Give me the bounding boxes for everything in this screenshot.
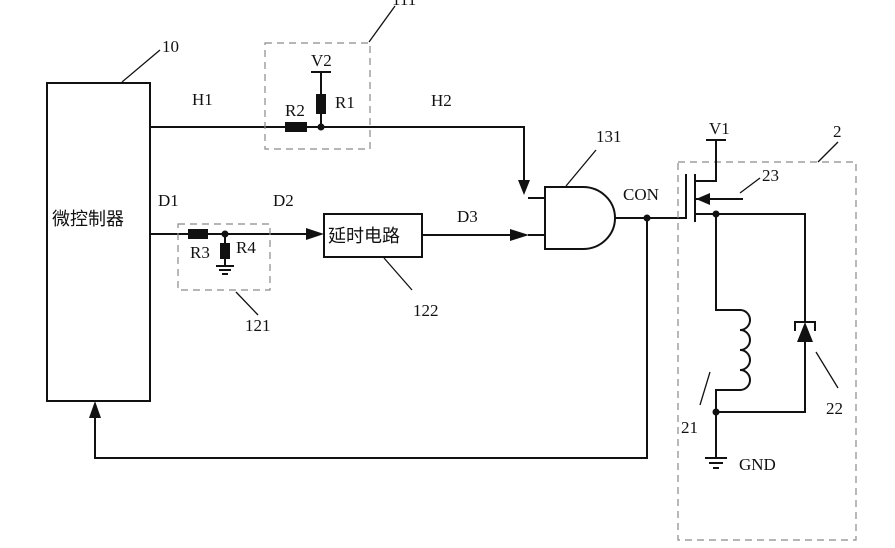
h2-arrow-icon [518, 180, 530, 195]
ref-22: 22 [826, 399, 843, 418]
ref-121: 121 [245, 316, 271, 335]
v2-label: V2 [311, 51, 332, 70]
fet-arrow-icon [696, 193, 710, 205]
and-gate: 131 [528, 127, 622, 250]
group-121: 121 [177, 223, 271, 335]
h2-label: H2 [431, 91, 452, 110]
d-signal-path: D1 D2 R3 R4 [149, 191, 324, 275]
gnd-icon [705, 457, 727, 469]
d1-label: D1 [158, 191, 179, 210]
d2-label: D2 [273, 191, 294, 210]
v1-label: V1 [709, 119, 730, 138]
ref-131: 131 [596, 127, 622, 146]
gnd-label: GND [739, 455, 776, 474]
ground-icon [216, 265, 234, 275]
ref-2: 2 [833, 122, 842, 141]
r3-label: R3 [190, 243, 210, 262]
ref-21: 21 [681, 418, 698, 437]
microcontroller-label: 微控制器 [52, 209, 124, 230]
ref-111: 111 [392, 0, 416, 9]
delay-circuit-label: 延时电路 [328, 226, 400, 247]
svg-text:10: 10 [162, 37, 179, 56]
coil-21: GND 21 [681, 213, 806, 474]
r2-label: R2 [285, 101, 305, 120]
resistor-r2 [285, 122, 307, 132]
feedback-arrow-icon [89, 401, 101, 418]
con-label: CON [623, 185, 659, 204]
microcontroller-block: 微控制器 [46, 82, 151, 402]
d3-signal-path: D3 [421, 207, 529, 241]
resistor-r4 [220, 243, 230, 259]
ref-122: 122 [413, 301, 439, 320]
d3-arrow-icon [510, 229, 529, 241]
mosfet-23: V1 23 [685, 119, 806, 222]
delay-circuit-block: 延时电路 122 [323, 213, 439, 320]
drive-module: 2 [677, 122, 857, 541]
con-signal-path: CON [89, 185, 687, 459]
d2-arrow-icon [306, 228, 324, 240]
r1-label: R1 [335, 93, 355, 112]
diode-icon [797, 322, 813, 342]
ref-mcu: 10 [121, 37, 179, 83]
h-signal-path: H1 H2 V2 R2 R1 [149, 51, 530, 195]
inductor-coil [738, 308, 751, 392]
diode-22: 22 [794, 213, 843, 418]
h1-label: H1 [192, 90, 213, 109]
resistor-r3 [188, 229, 208, 239]
group-111: 111 [264, 0, 416, 150]
ref-23: 23 [762, 166, 779, 185]
resistor-r1 [316, 94, 326, 114]
r4-label: R4 [236, 238, 256, 257]
d3-label: D3 [457, 207, 478, 226]
